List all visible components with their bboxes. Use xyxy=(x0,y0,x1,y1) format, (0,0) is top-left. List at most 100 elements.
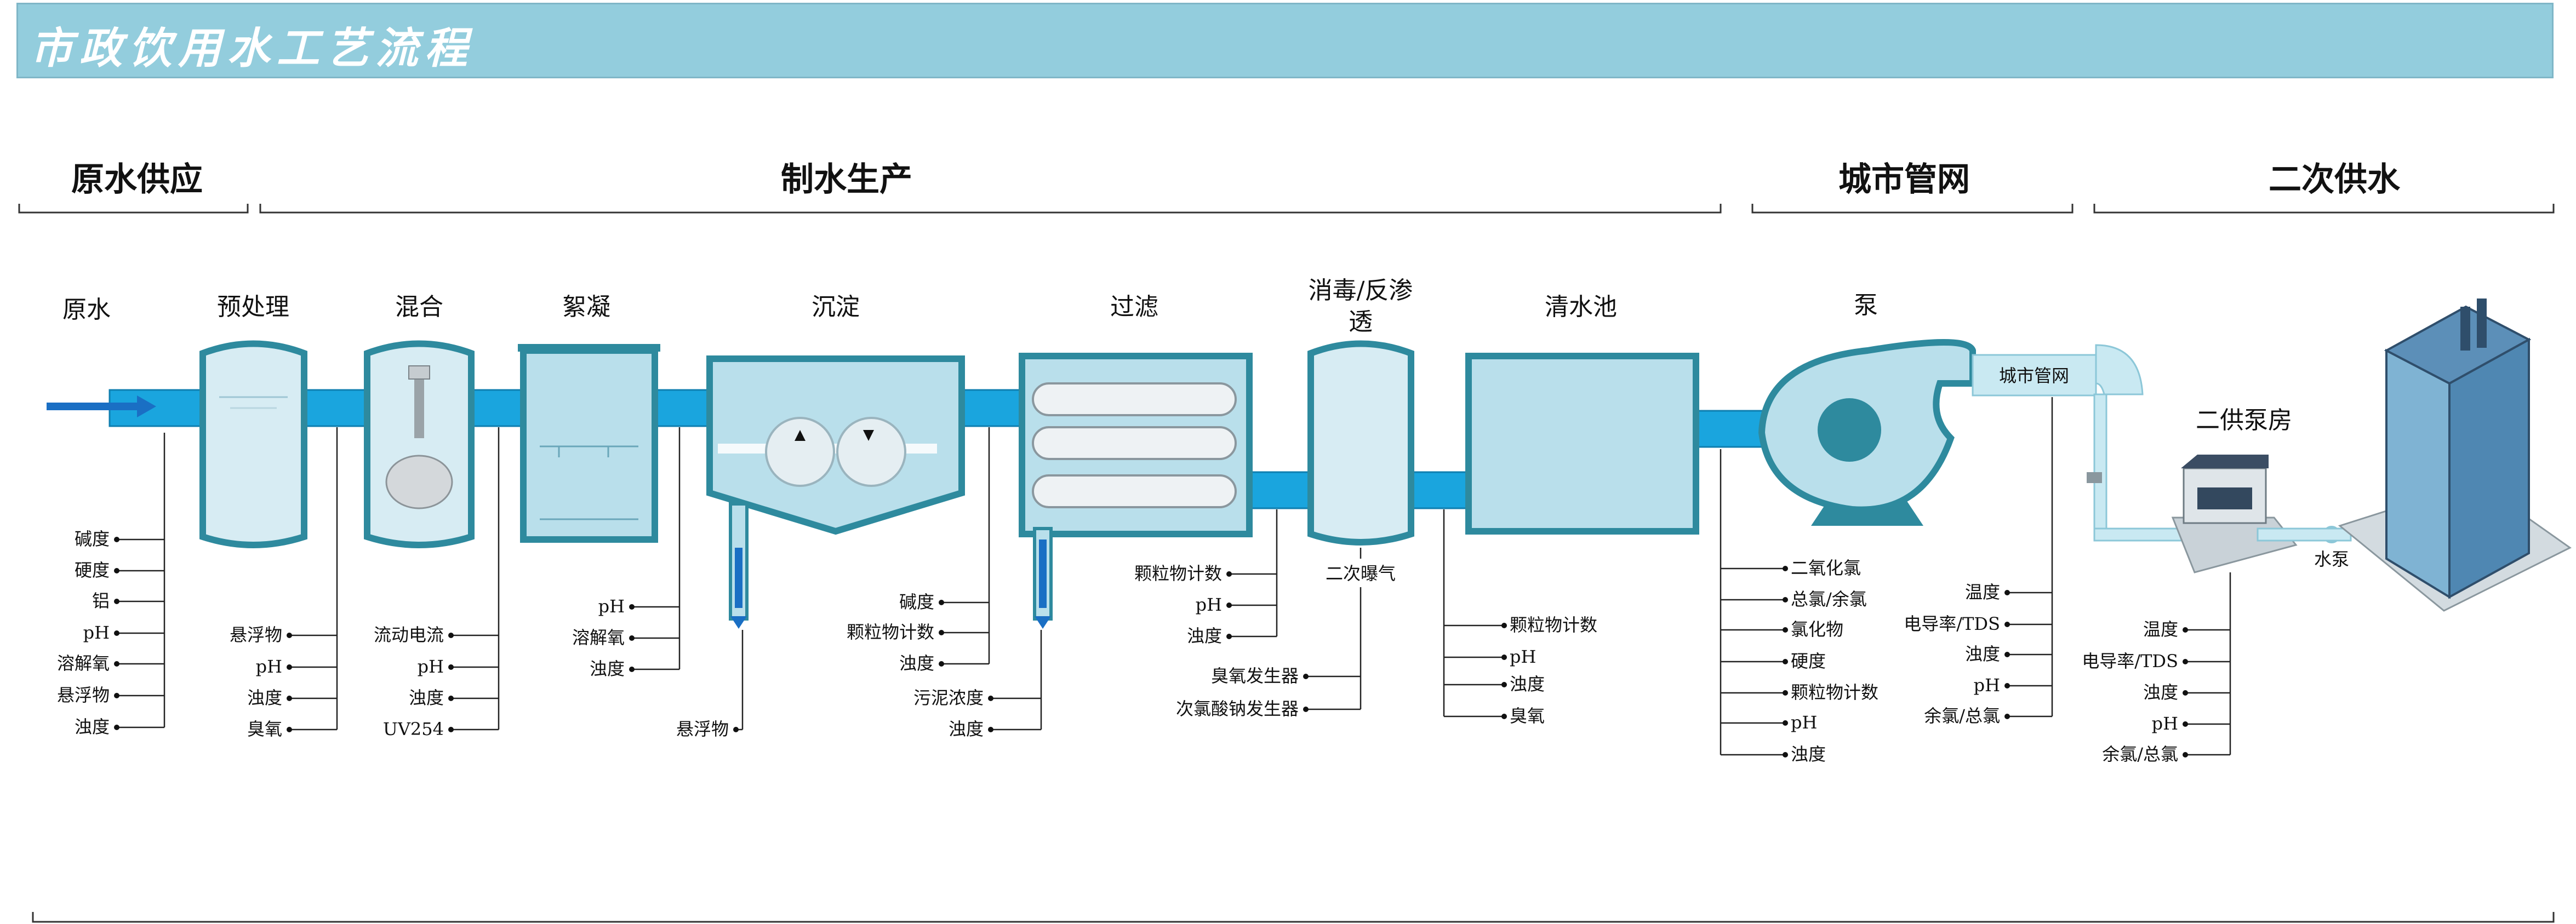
param-label: pH xyxy=(1791,712,1817,733)
param-label: 颗粒物计数 xyxy=(1134,563,1222,584)
stage-pump: 泵 xyxy=(1854,291,1878,319)
stage-disinfection-line1: 消毒/反渗 xyxy=(1309,277,1413,305)
stage-sedimentation: 沉淀 xyxy=(812,293,860,321)
stage-flocculation: 絮凝 xyxy=(562,293,610,321)
param-label: pH xyxy=(1196,594,1222,615)
param-label: 浊度 xyxy=(1965,644,2000,664)
leader-dot xyxy=(1501,623,1507,628)
pipe-elbow xyxy=(2095,344,2144,395)
sed-rotor-right-icon xyxy=(836,417,906,487)
leader-dot xyxy=(448,664,454,670)
building-roof xyxy=(2384,305,2532,385)
pump-room-base xyxy=(2171,516,2298,573)
param-label: pH xyxy=(1974,675,2000,696)
leader-dot xyxy=(2004,714,2010,719)
params-city-network: 温度 电导率/TDS 浊度 pH 余氯/总氯 xyxy=(1904,582,2000,726)
stage-disinfection-line2: 透 xyxy=(1349,308,1373,336)
params-filtration: 颗粒物计数 pH 浊度 xyxy=(1134,563,1222,646)
leader-dot xyxy=(2004,590,2010,595)
sludge-flow xyxy=(735,548,742,608)
param-label: 二氧化氯 xyxy=(1791,558,1861,578)
page-title: 市政饮用水工艺流程 xyxy=(30,24,475,73)
param-label: 臭氧发生器 xyxy=(1211,665,1299,686)
leader-dot xyxy=(114,725,119,730)
leader-dot xyxy=(114,693,119,698)
params-sedimentation: 碱度 颗粒物计数 浊度 悬浮物 xyxy=(676,592,934,739)
leader-dot xyxy=(287,727,292,732)
parameter-leaders xyxy=(114,397,2231,757)
leader-dot xyxy=(1303,674,1309,679)
main-pipeline xyxy=(47,389,1812,509)
mixer-impeller-icon xyxy=(385,455,453,509)
clear-well-tank xyxy=(1465,353,1699,535)
params-secondary-supply: 温度 电导率/TDS 浊度 pH 余氯/总氯 xyxy=(2082,619,2178,765)
leader-dot xyxy=(287,696,292,701)
pretreatment-tank xyxy=(199,340,307,548)
leader-dot xyxy=(2183,721,2188,727)
leader-dot xyxy=(939,661,944,667)
section-city-network: 城市管网 xyxy=(1838,160,1970,199)
leader-dot xyxy=(114,568,119,573)
stage-labels: 原水 预处理 混合 絮凝 沉淀 过滤 消毒/反渗 透 清水池 泵 xyxy=(62,277,1878,336)
param-label: pH xyxy=(83,622,110,643)
param-label: 电导率/TDS xyxy=(2082,651,2178,672)
leader-dot xyxy=(1783,720,1788,726)
param-label: 污泥浓度 xyxy=(913,687,984,708)
down-arrow-icon xyxy=(863,430,874,441)
leader-dot xyxy=(1783,752,1788,757)
leader-dot xyxy=(1783,566,1788,571)
param-label: 颗粒物计数 xyxy=(1510,615,1597,635)
param-label: 硬度 xyxy=(75,560,110,581)
leader-dot xyxy=(1226,571,1232,577)
param-label: 浊度 xyxy=(899,653,934,674)
filter-cartridge xyxy=(1032,474,1237,508)
filter-outlet-arrow-icon xyxy=(1035,616,1051,629)
leader-dot xyxy=(1783,597,1788,602)
down-pipe xyxy=(2093,393,2107,538)
params-sludge: 污泥浓度 浊度 xyxy=(913,687,984,739)
pump-room-roof xyxy=(2181,455,2269,468)
sed-rotor-left-icon xyxy=(765,417,835,487)
param-label: pH xyxy=(256,656,282,677)
param-label: 悬浮物 xyxy=(57,685,110,705)
param-label: 铝 xyxy=(92,590,110,611)
roof-chimney xyxy=(2460,307,2470,351)
param-label: 颗粒物计数 xyxy=(1791,682,1878,703)
param-label: 臭氧 xyxy=(247,719,282,739)
pipe-segment xyxy=(303,389,368,427)
bracket-production xyxy=(259,204,1722,214)
param-label: UV254 xyxy=(383,719,444,739)
stage-mixing: 混合 xyxy=(395,293,443,321)
leader-dot xyxy=(2004,652,2010,657)
params-raw: 碱度 硬度 铝 pH 溶解氧 悬浮物 浊度 xyxy=(57,529,110,737)
param-label: 总氯/余氯 xyxy=(1791,589,1867,610)
leader-dot xyxy=(448,727,454,732)
param-label: 余氯/总氯 xyxy=(1924,705,2000,726)
leader-dot xyxy=(2183,752,2188,757)
params-disinfection: 二次曝气 臭氧发生器 次氯酸钠发生器 xyxy=(1176,563,1396,719)
leader-dot xyxy=(629,604,635,610)
mixer-shaft xyxy=(414,372,424,438)
filter-drain-flow xyxy=(1039,540,1047,608)
leader-dot xyxy=(1303,707,1309,712)
leader-dot xyxy=(2183,659,2188,664)
param-label: 温度 xyxy=(1965,582,2000,602)
param-label: pH xyxy=(2152,713,2178,734)
flocculation-tank xyxy=(520,347,658,543)
leader-dot xyxy=(114,537,119,542)
params-pump: 二氧化氯 总氯/余氯 氯化物 硬度 颗粒物计数 pH 浊度 xyxy=(1791,558,1878,765)
stage-clear-well: 清水池 xyxy=(1545,293,1617,321)
mixer-motor-icon xyxy=(408,365,430,380)
building-left-face xyxy=(2385,348,2451,599)
param-label: 浊度 xyxy=(247,687,282,708)
pump-outlet-pipe xyxy=(2257,527,2352,542)
pump-impeller-icon xyxy=(1818,398,1881,462)
leader-dot xyxy=(2183,690,2188,696)
param-label: 浊度 xyxy=(2143,682,2178,703)
leader-dot xyxy=(2004,683,2010,688)
stage-pretreatment: 预处理 xyxy=(217,293,289,321)
filter-cartridge xyxy=(1032,382,1237,416)
leader-dot xyxy=(988,696,993,701)
param-label: 溶解氧 xyxy=(572,627,625,648)
